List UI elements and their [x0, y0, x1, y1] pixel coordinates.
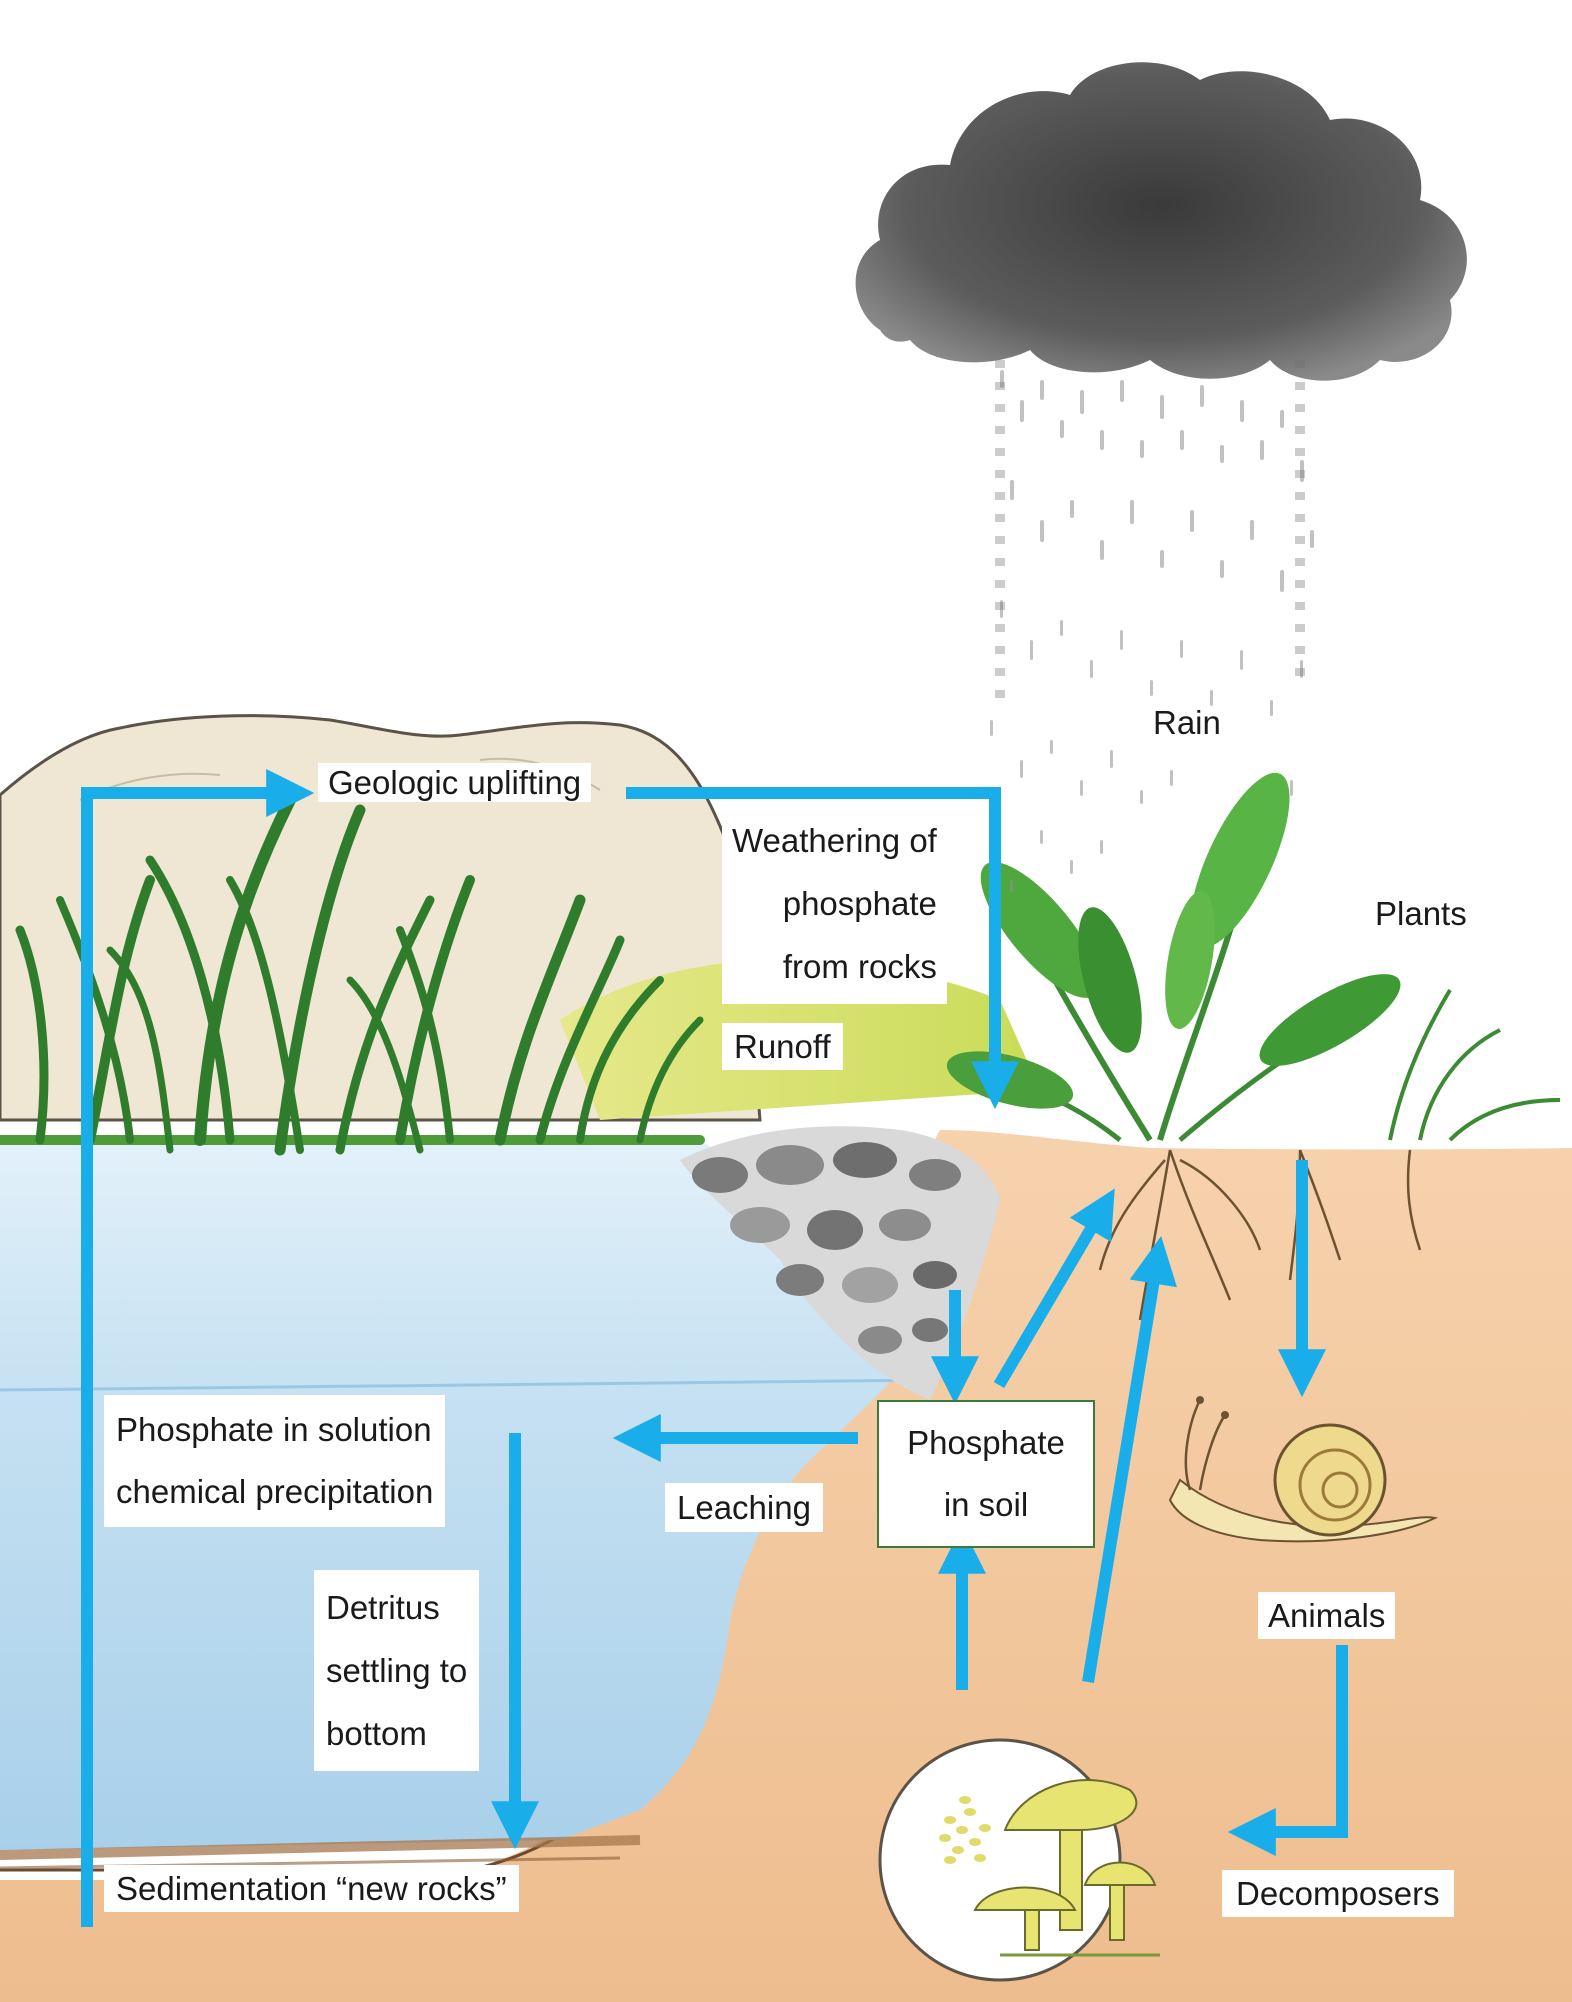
rain-cloud-icon — [856, 62, 1467, 892]
weathering-line-1: Weathering of — [732, 809, 937, 872]
label-geologic-uplifting: Geologic uplifting — [318, 763, 591, 802]
phosphate-soil-line-2: in soil — [879, 1474, 1093, 1536]
detritus-line-1: Detritus — [326, 1576, 467, 1639]
label-runoff: Runoff — [722, 1023, 843, 1070]
label-rain: Rain — [1153, 704, 1221, 742]
phosphate-soil-line-1: Phosphate — [879, 1412, 1093, 1474]
weathering-line-3: from rocks — [732, 935, 937, 998]
label-phosphate-in-soil: Phosphate in soil — [877, 1400, 1095, 1548]
phosphate-solution-line-2: chemical precipitation — [116, 1461, 433, 1523]
label-weathering: Weathering of phosphate from rocks — [722, 803, 947, 1004]
weathering-line-2: phosphate — [732, 872, 937, 935]
detritus-line-3: bottom — [326, 1702, 467, 1765]
label-leaching: Leaching — [665, 1483, 823, 1532]
label-sedimentation: Sedimentation “new rocks” — [104, 1865, 519, 1912]
label-detritus: Detritus settling to bottom — [314, 1570, 479, 1771]
label-decomposers: Decomposers — [1222, 1870, 1454, 1917]
label-plants: Plants — [1375, 895, 1467, 933]
label-phosphate-solution: Phosphate in solution chemical precipita… — [104, 1395, 445, 1527]
detritus-line-2: settling to — [326, 1639, 467, 1702]
label-animals: Animals — [1258, 1592, 1395, 1639]
phosphate-solution-line-1: Phosphate in solution — [116, 1399, 433, 1461]
